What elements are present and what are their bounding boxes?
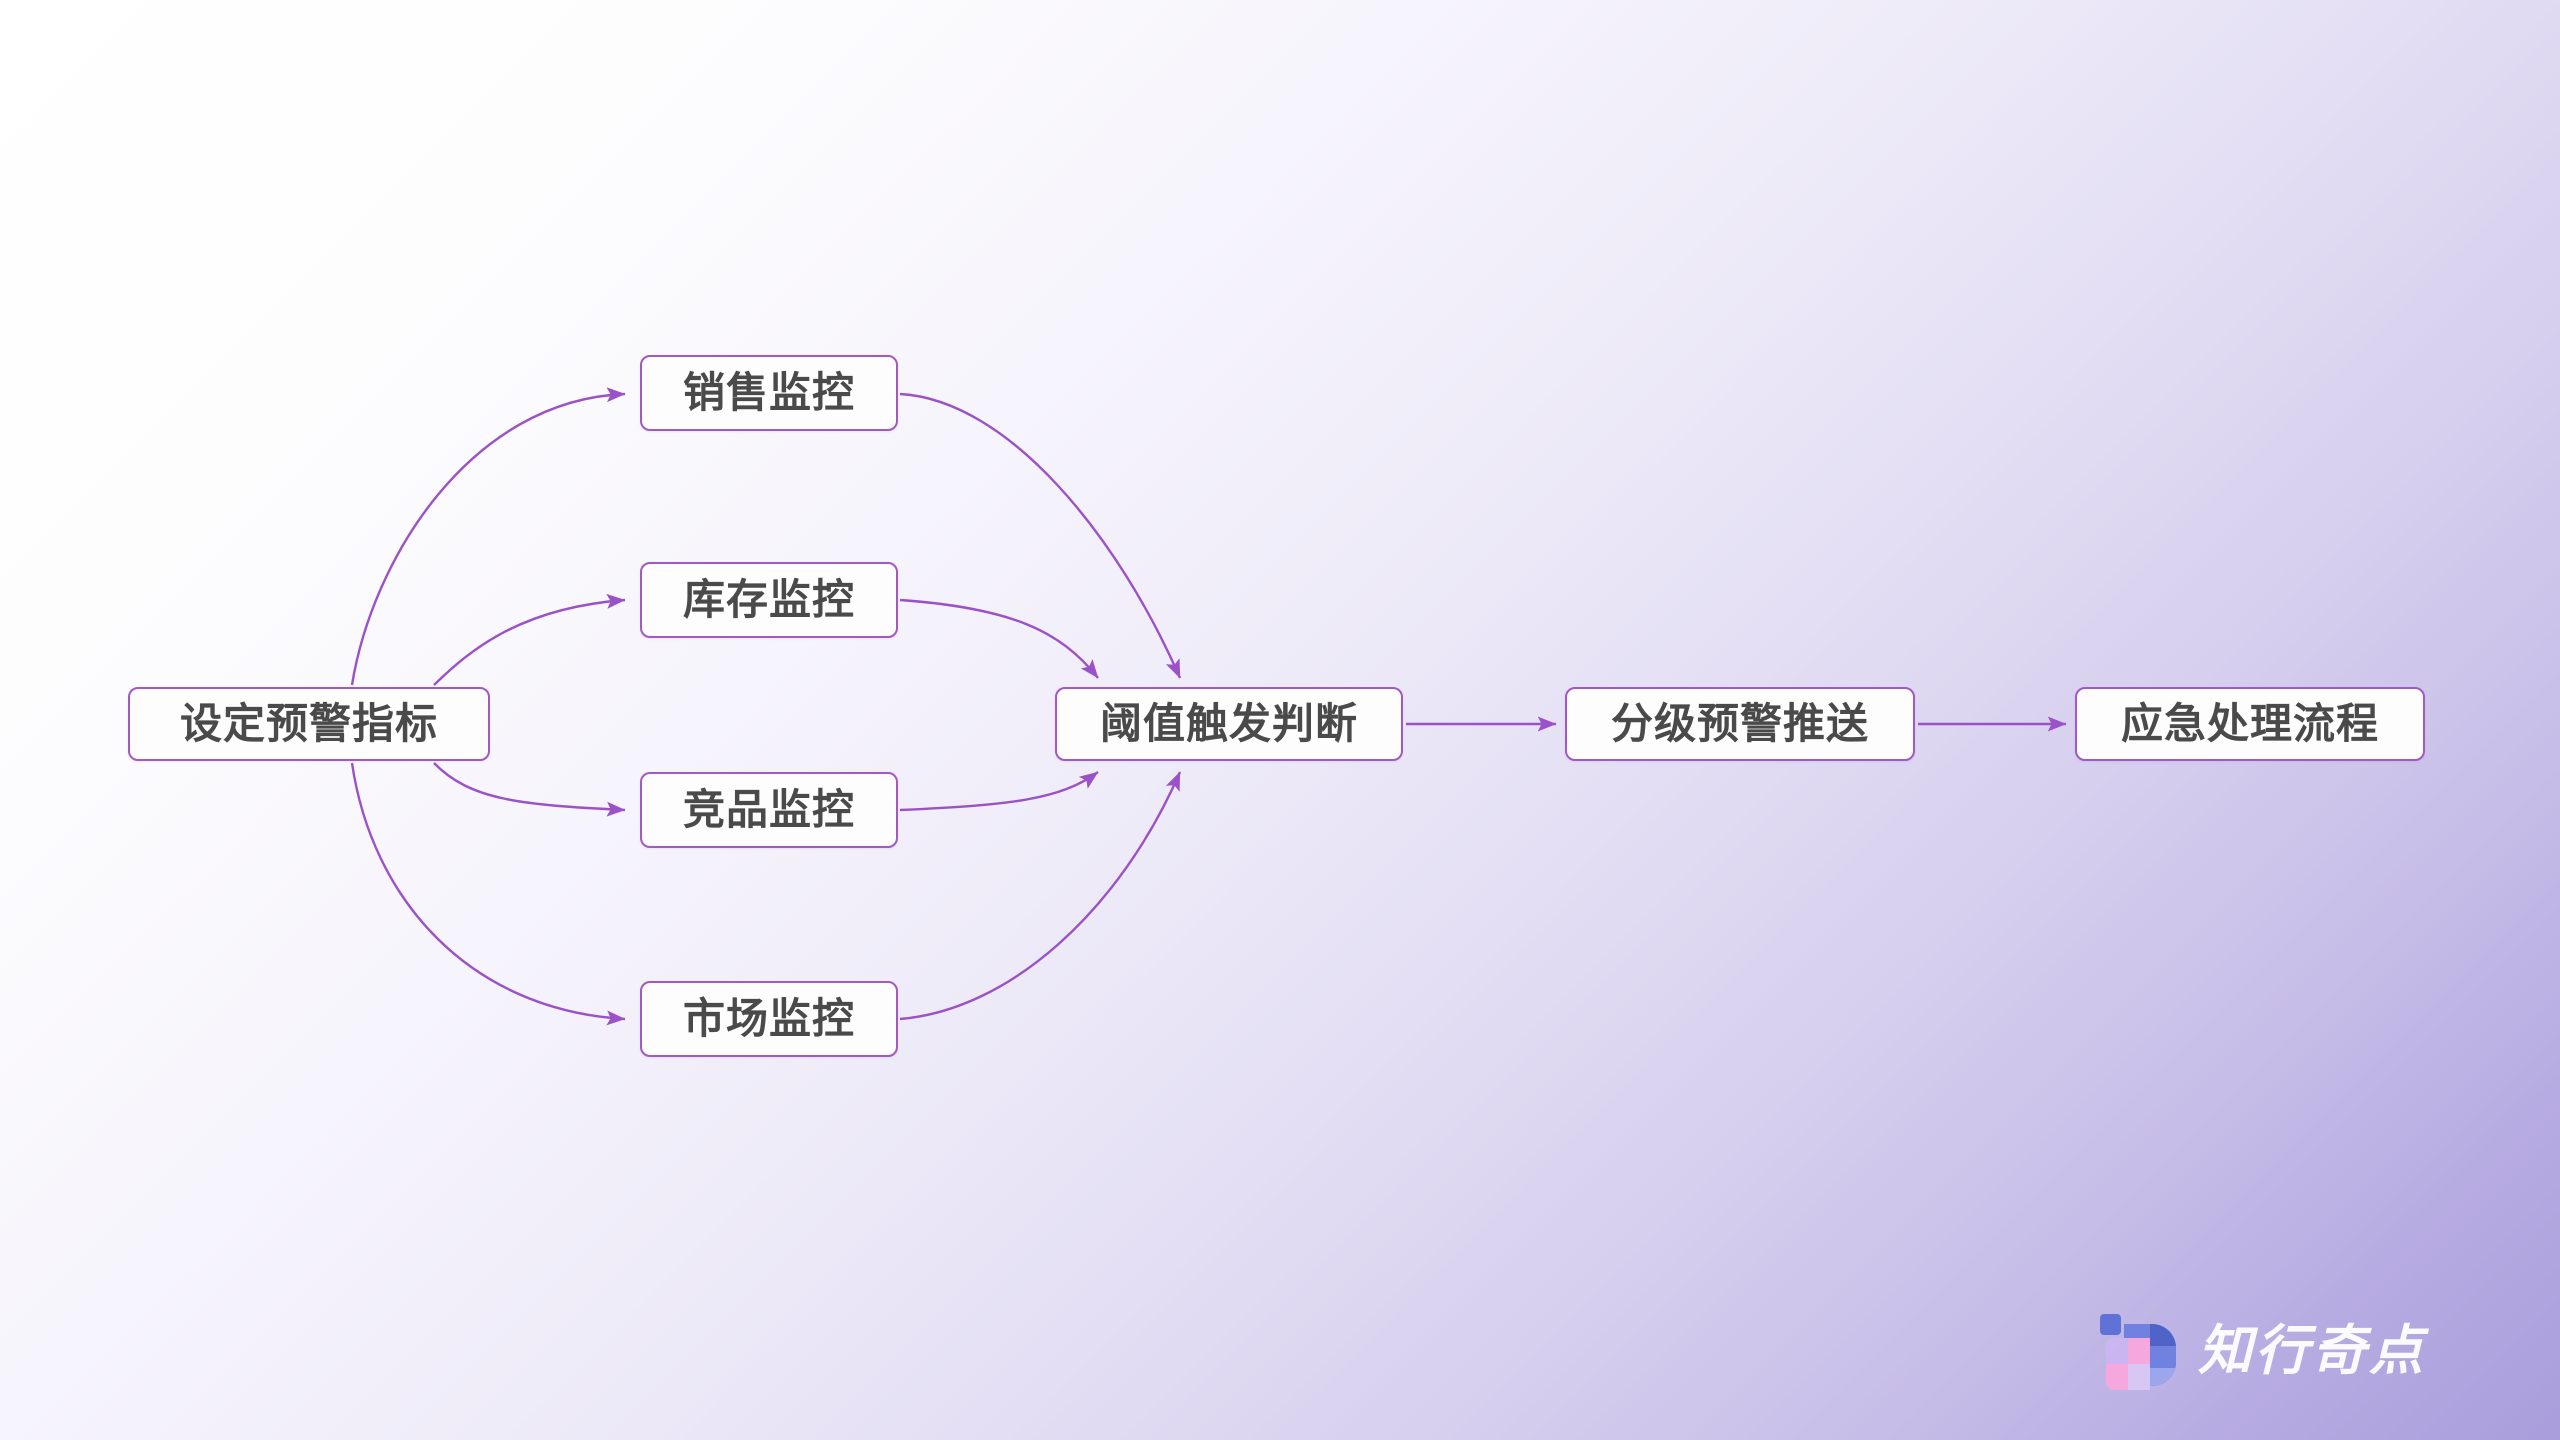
node-threshold-trigger-judgment[interactable]: 阈值触发判断 — [1055, 687, 1403, 761]
node-label: 销售监控 — [682, 369, 855, 416]
node-label: 阈值触发判断 — [1099, 700, 1358, 747]
node-set-alert-metrics[interactable]: 设定预警指标 — [128, 687, 490, 761]
node-label: 分级预警推送 — [1610, 700, 1869, 747]
watermark: 知行奇点 — [2098, 1312, 2426, 1390]
node-label: 市场监控 — [682, 995, 855, 1042]
node-market-monitoring[interactable]: 市场监控 — [640, 981, 898, 1057]
edge-market-to-threshold — [899, 771, 1182, 1021]
node-tiered-alert-push[interactable]: 分级预警推送 — [1565, 687, 1915, 761]
node-sales-monitoring[interactable]: 销售监控 — [640, 355, 898, 431]
watermark-text: 知行奇点 — [2198, 1321, 2426, 1381]
edge-start-to-compete — [433, 762, 626, 817]
node-label: 设定预警指标 — [179, 700, 438, 747]
edge-start-to-market — [350, 762, 626, 1026]
node-inventory-monitoring[interactable]: 库存监控 — [640, 562, 898, 638]
node-label: 竞品监控 — [682, 786, 855, 833]
node-label: 应急处理流程 — [2120, 700, 2379, 747]
node-competitor-monitoring[interactable]: 竞品监控 — [640, 772, 898, 848]
node-label: 库存监控 — [682, 576, 855, 623]
edge-compete-to-threshold — [899, 771, 1099, 812]
edge-sales-to-threshold — [899, 392, 1182, 679]
edge-start-to-stock — [433, 593, 626, 686]
checkered-squares-logo-icon — [2098, 1312, 2176, 1390]
edge-stock-to-threshold — [899, 598, 1099, 679]
edge-start-to-sales — [350, 387, 626, 686]
node-emergency-handling-process[interactable]: 应急处理流程 — [2075, 687, 2425, 761]
